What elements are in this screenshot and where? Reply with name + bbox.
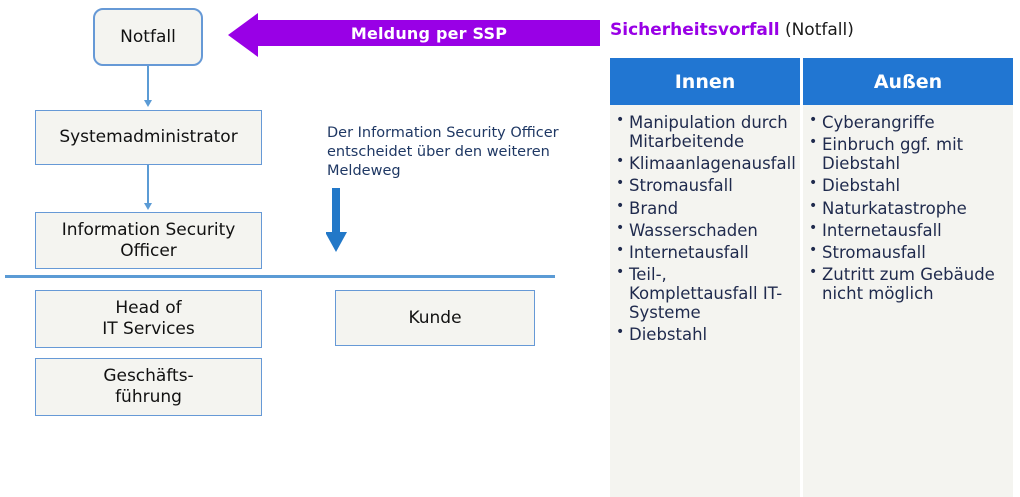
list-item: Diebstahl <box>807 175 1007 195</box>
list-item: Cyberangriffe <box>807 112 1007 132</box>
innen-list: Manipulation durch Mitarbeitende Klimaan… <box>614 112 796 344</box>
connector-arrowhead-icon-1 <box>143 100 152 107</box>
table-cell-aussen: Cyberangriffe Einbruch ggf. mit Diebstah… <box>803 105 1013 497</box>
flow-box-geschaeftsfuehrung: Geschäfts- führung <box>35 358 262 416</box>
flow-box-systemadministrator: Systemadministrator <box>35 110 262 165</box>
risk-table: Innen Außen Manipulation durch Mitarbeit… <box>610 58 1013 497</box>
left-arrow-banner-icon <box>228 13 600 57</box>
list-item: Teil-, Komplettausfall IT-Systeme <box>614 264 794 322</box>
flow-box-kunde: Kunde <box>335 290 535 346</box>
table-header-aussen: Außen <box>803 58 1013 105</box>
table-heading-strong: Sicherheitsvorfall <box>610 20 780 40</box>
table-heading-rest: (Notfall) <box>779 20 854 40</box>
list-item: Manipulation durch Mitarbeitende <box>614 112 794 151</box>
list-item: Diebstahl <box>614 324 794 344</box>
list-item: Internetausfall <box>614 242 794 262</box>
list-item: Wasserschaden <box>614 220 794 240</box>
flow-box-head-of-it-services: Head of IT Services <box>35 290 262 348</box>
table-header-innen: Innen <box>610 58 800 105</box>
list-item: Naturkatastrophe <box>807 197 1007 218</box>
list-item: Zutritt zum Gebäude nicht möglich <box>807 264 1007 303</box>
list-item: Brand <box>614 197 794 218</box>
table-header-row: Innen Außen <box>610 58 1013 105</box>
list-item: Klimaanlagenausfall <box>614 153 796 173</box>
table-body-row: Manipulation durch Mitarbeitende Klimaan… <box>610 105 1013 497</box>
list-item: Einbruch ggf. mit Diebstahl <box>807 134 1007 173</box>
list-item: Internetausfall <box>807 220 1007 240</box>
list-item: Stromausfall <box>614 175 794 195</box>
flow-box-information-security-officer: Information Security Officer <box>35 212 262 269</box>
down-arrow-icon <box>326 188 347 252</box>
decision-note-text: Der Information Security Officer entsche… <box>327 125 559 179</box>
aussen-list: Cyberangriffe Einbruch ggf. mit Diebstah… <box>807 112 1007 303</box>
connector-line-sysadmin-to-iso <box>147 165 149 206</box>
horizontal-divider <box>5 275 555 278</box>
connector-line-notfall-to-sysadmin <box>147 66 149 104</box>
list-item: Stromausfall <box>807 242 1007 262</box>
table-cell-innen: Manipulation durch Mitarbeitende Klimaan… <box>610 105 800 497</box>
connector-arrowhead-icon-2 <box>143 203 152 210</box>
table-heading: Sicherheitsvorfall (Notfall) <box>610 20 854 40</box>
flow-box-notfall: Notfall <box>93 8 203 66</box>
